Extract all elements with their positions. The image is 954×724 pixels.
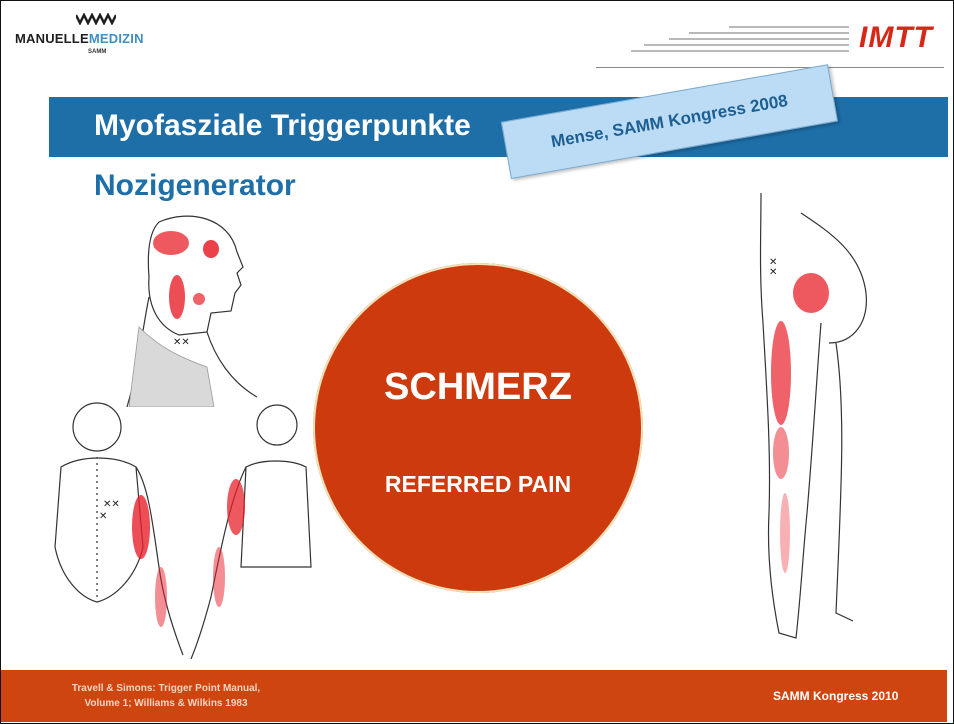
pain-main-label: SCHMERZ [313,366,643,409]
svg-text:✕✕: ✕✕ [173,337,190,348]
society-text-lines [629,26,849,56]
leg-illustration: ✕ ✕ [741,193,901,643]
svg-text:✕: ✕ [769,267,777,278]
svg-text:✕: ✕ [99,511,107,522]
back-arm-illustration: ✕✕ ✕ [41,397,321,662]
footer-event: SAMM Kongress 2010 [773,689,898,703]
page-title: Myofasziale Triggerpunkte [94,109,471,143]
citation-line-2: Volume 1; Williams & Wilkins 1983 [31,696,301,711]
logo-wordmark: MANUELLEMEDIZIN [15,31,144,46]
pain-sub-label: REFERRED PAIN [313,471,643,498]
manuelle-medizin-logo: MANUELLEMEDIZIN SAMM [13,11,183,63]
footer-citation: Travell & Simons: Trigger Point Manual, … [31,681,301,711]
conference-stamp: Mense, SAMM Kongress 2008 [501,64,838,179]
logo-text-accent: MEDIZIN [89,31,144,46]
citation-line-1: Travell & Simons: Trigger Point Manual, [31,681,301,696]
header-divider [596,67,944,68]
logo-text-main: MANUELLE [15,31,89,46]
logo-text-sub: SAMM [88,49,106,55]
imtt-logo: IMTT [859,21,933,55]
pain-circle: SCHMERZ REFERRED PAIN [313,263,643,593]
head-neck-illustration: ✕✕ [119,207,259,407]
page-subtitle: Nozigenerator [94,169,296,203]
logo-wave-icon [76,13,116,25]
svg-text:✕✕: ✕✕ [103,499,120,510]
